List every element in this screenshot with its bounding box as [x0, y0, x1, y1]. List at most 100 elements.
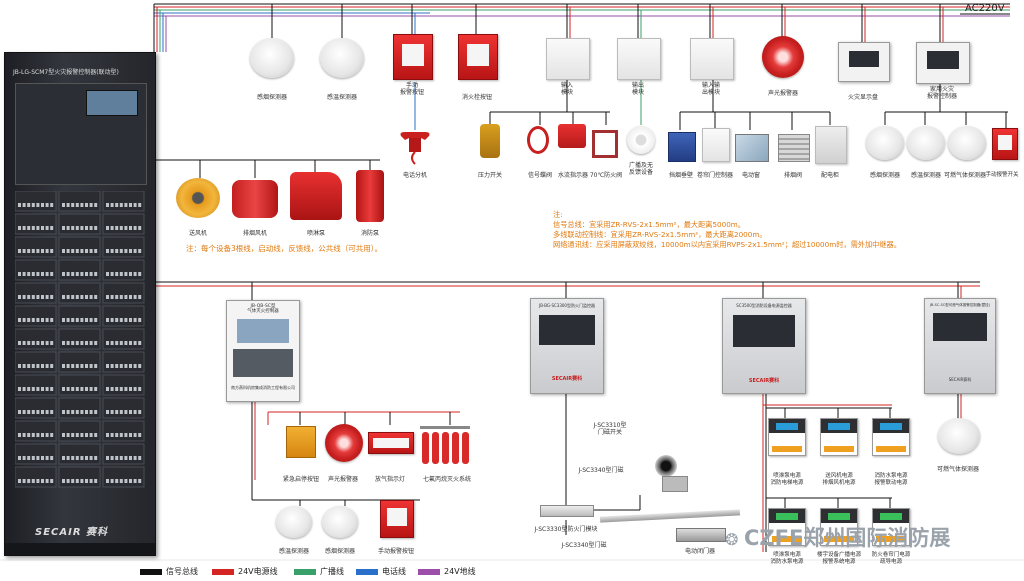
cabinet-key: [80, 364, 84, 368]
power-module-label: 喷淋泵电源 消防水泵电源: [770, 552, 804, 565]
cabinet-key: [106, 456, 109, 460]
door-label: J-SC3340型门磁: [561, 542, 607, 549]
cabinet-key: [41, 410, 44, 414]
power-label: AC220V: [965, 3, 1005, 14]
output-module-icon: [617, 38, 661, 80]
cabinet-key: [66, 318, 70, 322]
cabinet-key: [115, 226, 119, 230]
cabinet-key: [133, 479, 137, 483]
power-panel-title: SC3500型消防设备电源监控器: [736, 303, 792, 308]
cabinet-key: [75, 341, 79, 345]
cabinet-key: [22, 433, 26, 437]
distribution-cabinet-icon: [815, 126, 847, 164]
cabinet-key: [62, 295, 65, 299]
manual-alarm-switch-icon: [992, 128, 1018, 160]
cabinet-key: [80, 479, 84, 483]
top-device-label: 声光报警器: [767, 90, 798, 97]
cabinet-module: [58, 351, 101, 373]
cabinet-key: [85, 364, 88, 368]
smoke-exhaust-valve-icon: [778, 134, 810, 162]
power-module-label: 喷淋泵电源 消防电梯电源: [770, 473, 804, 486]
cabinet-key: [106, 203, 109, 207]
cabinet-key: [27, 387, 31, 391]
cabinet-key: [85, 387, 88, 391]
gas-panel-title: JB-SC-SC型可燃气体报警控制器(壁挂): [929, 303, 991, 307]
power-sensor-module: [768, 508, 806, 546]
cabinet-key: [50, 456, 54, 460]
cabinet-module: [15, 374, 57, 396]
cabinet-key: [62, 433, 65, 437]
cabinet-key: [124, 272, 128, 276]
cabinet-key: [62, 318, 65, 322]
cabinet-key: [75, 456, 79, 460]
second-row-label: 感烟探测器: [869, 172, 900, 179]
cabinet-key: [115, 387, 119, 391]
cabinet-key: [45, 433, 49, 437]
cabinet-key: [80, 433, 84, 437]
cabinet-key: [50, 433, 54, 437]
cabinet-key: [94, 456, 98, 460]
cabinet-key: [129, 410, 132, 414]
power-module-label: 送风机电源 排烟风机电源: [822, 473, 856, 486]
cabinet-key: [80, 249, 84, 253]
cabinet-key: [133, 387, 137, 391]
cabinet-key: [106, 387, 109, 391]
cabinet-key: [27, 479, 31, 483]
cabinet-title: JB-LG-SCM7型火灾报警控制器(联动型): [13, 69, 119, 76]
legend-broadcast: 广播线: [294, 566, 344, 577]
cabinet-key: [110, 226, 114, 230]
cabinet-key: [106, 226, 109, 230]
cabinet-module: [102, 374, 145, 396]
cabinet-key: [36, 410, 40, 414]
cabinet-screen: [86, 90, 138, 116]
cabinet-key: [138, 272, 142, 276]
cabinet-key: [89, 479, 93, 483]
cabinet-key: [45, 226, 49, 230]
smoke-curtain-icon: [668, 132, 696, 162]
cabinet-key: [62, 410, 65, 414]
power-module-label: 消防水泵电源 报警联动电源: [874, 473, 908, 486]
cabinet-key: [27, 249, 31, 253]
cabinet-key: [89, 226, 93, 230]
cabinet-module: [102, 259, 145, 281]
manual-alarm-button-icon: [393, 34, 433, 80]
cabinet-key: [133, 203, 137, 207]
second-row-label: 广播及无 反馈设备: [628, 162, 653, 176]
cabinet-key: [41, 341, 44, 345]
pressure-switch-icon: [480, 124, 500, 158]
second-row-label: 电动窗: [741, 172, 760, 179]
door-label: J-SC3330型防火门模块: [534, 526, 598, 533]
power-sensor-module: [872, 418, 910, 456]
fan-label: 送风机: [188, 230, 207, 237]
cabinet-key: [110, 364, 114, 368]
cabinet-key: [41, 272, 44, 276]
wechat-icon: ❂: [725, 530, 744, 549]
cabinet-key: [71, 318, 75, 322]
cabinet-key: [119, 249, 123, 253]
cabinet-key: [115, 295, 119, 299]
cabinet-key: [138, 249, 142, 253]
fire-display-panel-icon: [838, 42, 890, 82]
electric-window-icon: [735, 134, 769, 162]
cabinet-key: [18, 295, 21, 299]
cabinet-key: [27, 341, 31, 345]
cabinet-module: [58, 443, 101, 465]
cabinet-key: [129, 318, 132, 322]
cabinet-key: [22, 479, 26, 483]
cabinet-key: [129, 203, 132, 207]
cabinet-module: [102, 191, 145, 212]
power-sensor-module: [872, 508, 910, 546]
cabinet-key: [129, 387, 132, 391]
cabinet-key: [31, 318, 35, 322]
cabinet-key: [22, 410, 26, 414]
cabinet-key: [124, 341, 128, 345]
cabinet-key: [89, 410, 93, 414]
cabinet-key: [94, 410, 98, 414]
cabinet-key: [124, 387, 128, 391]
top-device-label: 手动 报警按钮: [399, 82, 424, 96]
cabinet-key: [62, 203, 65, 207]
second-row-label: 卷帘门控制器: [696, 172, 733, 179]
cabinet-module: [102, 236, 145, 258]
cabinet-module: [58, 191, 101, 212]
cabinet-key: [22, 456, 26, 460]
